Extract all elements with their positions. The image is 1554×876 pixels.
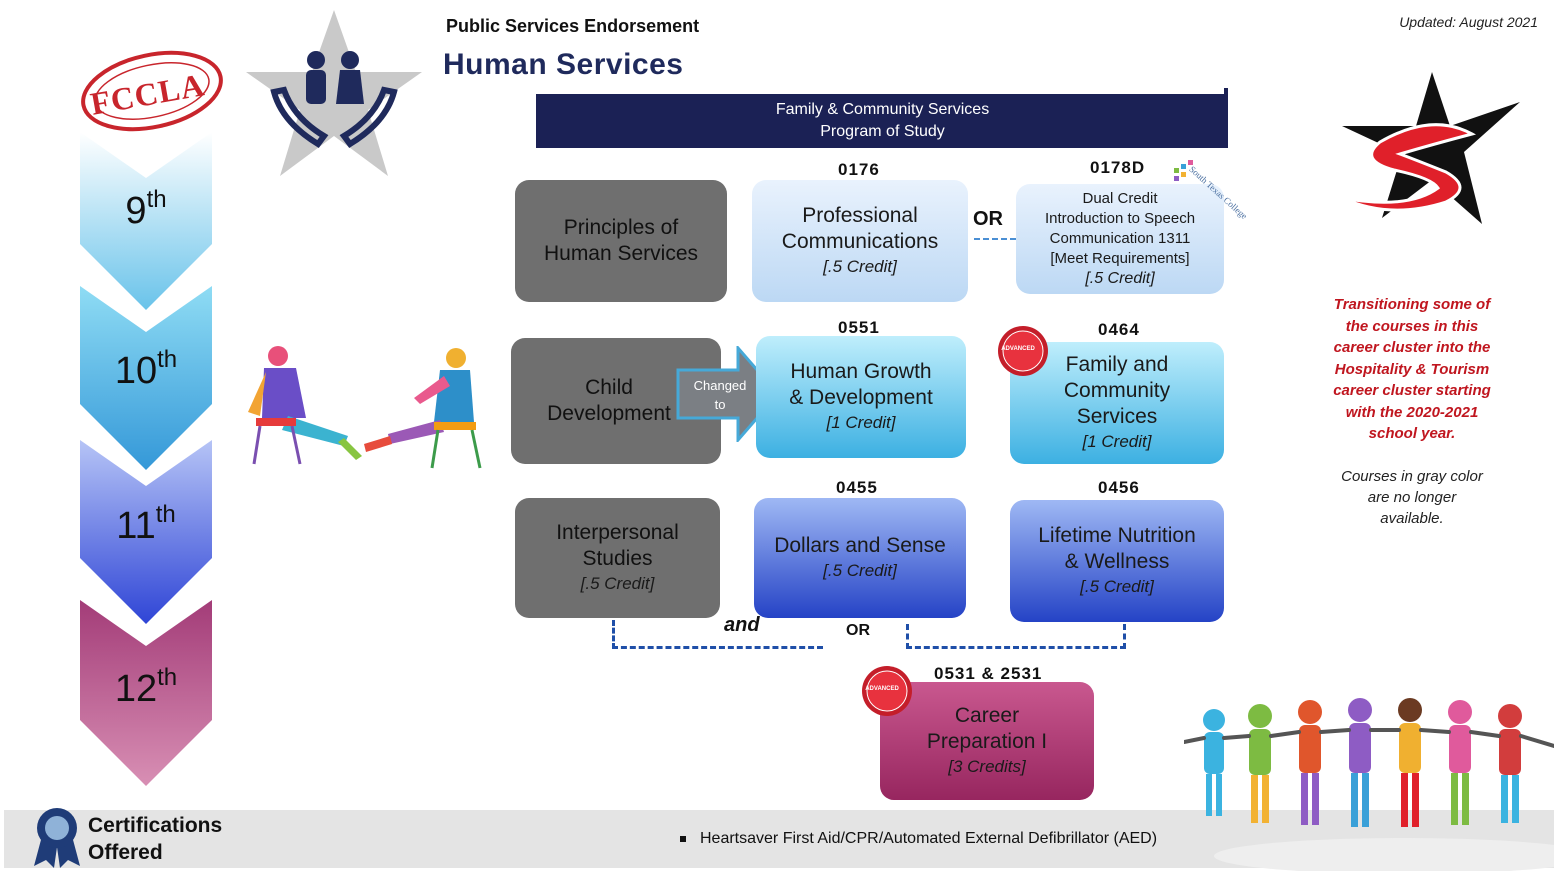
people-conversation-illustration xyxy=(244,342,488,478)
interpersonal-credit: [.5 Credit] xyxy=(580,574,655,593)
grade-10-label: 10th xyxy=(114,346,178,392)
bullet-icon xyxy=(680,835,686,842)
certifications-heading-line-2: Offered xyxy=(88,841,163,864)
dual-credit-course-box: Dual Credit Introduction to Speech Commu… xyxy=(1016,184,1224,294)
advanced-badge-text: ADVANCED xyxy=(1001,346,1035,352)
and-connector-label: and xyxy=(724,614,760,636)
career-prep-title-2: Preparation I xyxy=(926,730,1048,753)
career-prep-course-box: Career Preparation I [3 Credits] xyxy=(880,682,1094,800)
human-services-star-icon xyxy=(244,8,424,180)
changed-to-line-2: to xyxy=(714,397,726,412)
or-dashed-line-top xyxy=(974,238,1016,240)
changed-to-line-1: Changed xyxy=(693,378,747,393)
prof-comm-title-1: Professional xyxy=(802,204,918,227)
certification-item-text: Heartsaver First Aid/CPR/Automated Exter… xyxy=(700,830,1158,847)
dollars-course-box: Dollars and Sense [.5 Credit] xyxy=(754,498,966,618)
child-dev-title-1: Child xyxy=(585,376,633,399)
interpersonal-title-2: Studies xyxy=(582,547,653,570)
prof-comm-code: 0176 xyxy=(838,160,880,179)
fccla-logo: FCCLA xyxy=(78,50,226,132)
or-connector-line-bottom xyxy=(906,624,1126,649)
nutrition-credit: [.5 Credit] xyxy=(1080,577,1154,596)
grade-11-chevron xyxy=(80,440,212,624)
dollars-code: 0455 xyxy=(836,478,878,497)
interpersonal-title-1: Interpersonal xyxy=(556,521,679,544)
nutrition-course-box: Lifetime Nutrition & Wellness [.5 Credit… xyxy=(1010,500,1224,622)
interpersonal-course-box: Interpersonal Studies [.5 Credit] xyxy=(515,498,720,618)
dual-credit-line-4: [Meet Requirements] xyxy=(1050,250,1190,267)
cluster-title: Human Services xyxy=(443,48,684,81)
transition-note-line: Hospitality & Tourism xyxy=(1334,360,1490,378)
nutrition-title-1: Lifetime Nutrition xyxy=(1038,524,1196,547)
certifications-heading-line-1: Certifications xyxy=(88,814,223,837)
dollars-credit: [.5 Credit] xyxy=(823,561,897,580)
dual-credit-line-3: Communication 1311 xyxy=(1049,230,1191,247)
human-growth-course-box: Human Growth & Development [1 Credit] xyxy=(756,336,966,458)
grade-9-chevron xyxy=(80,132,212,310)
dual-credit-code: 0178D xyxy=(1090,158,1146,177)
child-dev-title-2: Development xyxy=(547,402,671,425)
transition-note-line: career cluster into the xyxy=(1333,339,1491,356)
advanced-badge-text-2: ADVANCED xyxy=(865,686,899,692)
south-texas-college-logo: South Texas College xyxy=(1172,158,1250,222)
or-connector-label-bottom: OR xyxy=(846,622,870,639)
grade-12-label: 12th xyxy=(114,664,178,710)
prof-comm-credit: [.5 Credit] xyxy=(823,257,897,276)
advanced-badge-icon: ADVANCED xyxy=(996,324,1050,378)
grade-10-chevron xyxy=(80,286,212,470)
certification-item: Heartsaver First Aid/CPR/Automated Exter… xyxy=(680,830,1157,848)
program-of-study-banner: Family & Community Services Program of S… xyxy=(536,88,1228,148)
grade-12-chevron xyxy=(80,600,212,786)
south-texas-college-text: South Texas College xyxy=(1187,164,1250,222)
principles-title-2: Human Services xyxy=(543,242,699,265)
nutrition-code: 0456 xyxy=(1098,478,1140,497)
career-prep-code: 0531 & 2531 xyxy=(934,664,1043,683)
endorsement-title: Public Services Endorsement xyxy=(446,16,700,36)
gray-courses-note: Courses in gray color are no longer avai… xyxy=(1318,466,1506,529)
family-comm-title-2: Community xyxy=(1063,379,1171,402)
banner-line-2: Program of Study xyxy=(820,123,945,140)
family-comm-title-3: Services xyxy=(1076,405,1158,428)
dual-credit-credit: [.5 Credit] xyxy=(1085,270,1155,287)
principles-title-1: Principles of xyxy=(563,216,679,239)
family-comm-title-1: Family and xyxy=(1065,353,1169,376)
changed-to-arrow: Changed to xyxy=(676,343,780,445)
family-comm-course-box: Family and Community Services [1 Credit] xyxy=(1010,342,1224,464)
family-comm-credit: [1 Credit] xyxy=(1082,432,1152,451)
transition-note-line: school year. xyxy=(1368,425,1456,442)
human-growth-title-2: & Development xyxy=(789,386,933,409)
prof-comm-course-box: Professional Communications [.5 Credit] xyxy=(752,180,968,302)
children-holding-hands-illustration xyxy=(1182,686,1554,874)
transition-note-line: with the 2020-2021 xyxy=(1345,403,1479,421)
transition-note-line: the courses in this xyxy=(1345,317,1479,335)
human-growth-code: 0551 xyxy=(838,318,880,337)
family-comm-code: 0464 xyxy=(1098,320,1140,339)
gray-note-line: Courses in gray color xyxy=(1341,468,1483,485)
prof-comm-title-2: Communications xyxy=(781,230,939,253)
certification-ribbon-icon xyxy=(30,806,84,868)
career-prep-title-1: Career xyxy=(954,704,1020,727)
certifications-heading: Certifications Offered xyxy=(88,812,258,866)
grade-9-label: 9th xyxy=(125,186,167,232)
nutrition-title-2: & Wellness xyxy=(1064,550,1170,573)
school-star-s-logo xyxy=(1336,68,1526,228)
human-growth-credit: [1 Credit] xyxy=(826,413,896,432)
and-connector-line xyxy=(612,620,823,649)
gray-note-line: are no longer xyxy=(1367,489,1457,506)
dollars-title: Dollars and Sense xyxy=(774,534,946,557)
transition-note-line: career cluster starting xyxy=(1333,382,1491,399)
transition-note: Transitioning some of the courses in thi… xyxy=(1310,294,1514,445)
transition-note-line: Transitioning some of xyxy=(1333,296,1491,313)
updated-date: Updated: August 2021 xyxy=(1399,14,1538,30)
gray-note-line: available. xyxy=(1380,510,1444,527)
advanced-badge-icon-2: ADVANCED xyxy=(860,664,914,718)
principles-course-box: Principles of Human Services xyxy=(515,180,727,302)
dual-credit-line-2: Introduction to Speech xyxy=(1044,210,1196,227)
or-connector-top: OR xyxy=(973,208,1003,230)
dual-credit-line-1: Dual Credit xyxy=(1082,190,1158,207)
career-prep-credit: [3 Credits] xyxy=(948,757,1026,776)
banner-line-1: Family & Community Services xyxy=(775,101,990,118)
grade-11-label: 11th xyxy=(116,501,176,547)
human-growth-title-1: Human Growth xyxy=(790,360,932,383)
